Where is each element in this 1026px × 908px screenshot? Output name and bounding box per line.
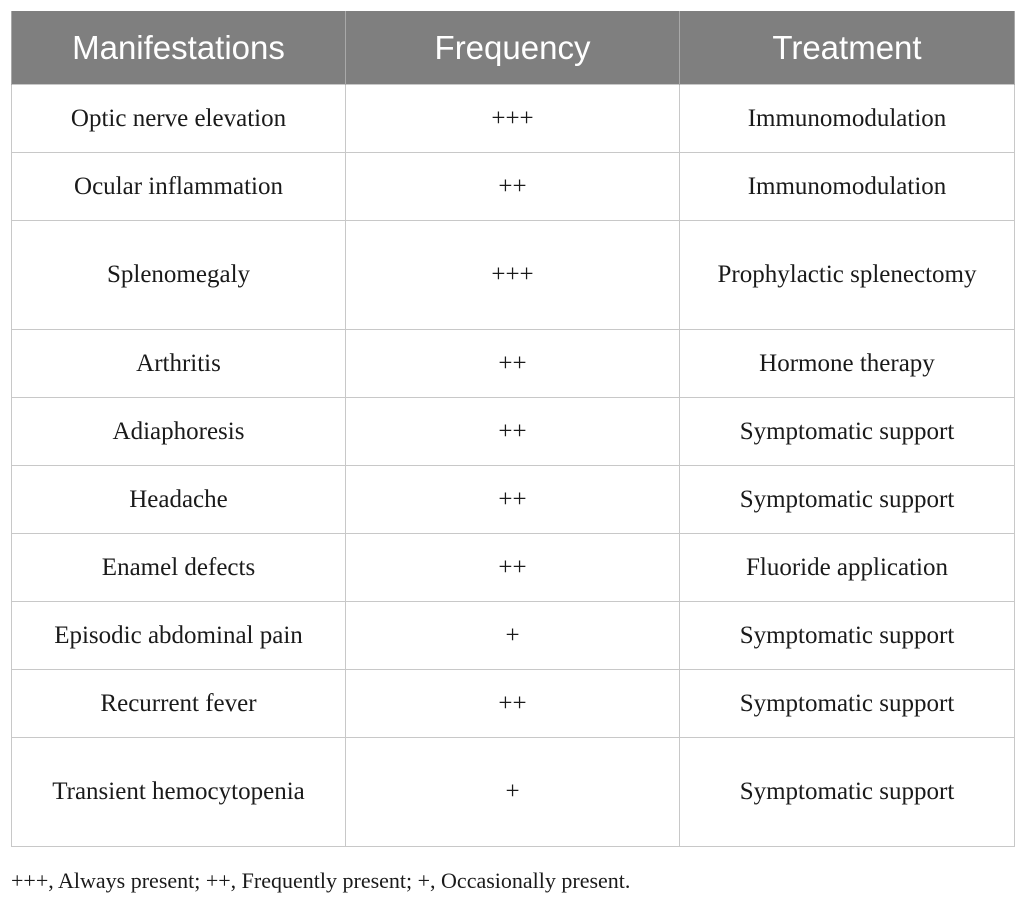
treatment-cell: Symptomatic support xyxy=(679,737,1015,847)
treatment-cell: Symptomatic support xyxy=(679,465,1015,534)
table-row: Optic nerve elevation+++Immunomodulation xyxy=(11,84,1015,153)
table-row: Arthritis++Hormone therapy xyxy=(11,329,1015,398)
table-row: Transient hemocytopenia+Symptomatic supp… xyxy=(11,737,1015,847)
header-row: Manifestations Frequency Treatment xyxy=(11,11,1015,85)
manifestation-cell: Splenomegaly xyxy=(11,220,346,330)
treatment-cell: Symptomatic support xyxy=(679,669,1015,738)
frequency-cell: +++ xyxy=(345,220,680,330)
table-header: Manifestations Frequency Treatment xyxy=(11,11,1015,85)
manifestation-cell: Enamel defects xyxy=(11,533,346,602)
frequency-cell: + xyxy=(345,601,680,670)
manifestation-cell: Headache xyxy=(11,465,346,534)
frequency-cell: +++ xyxy=(345,84,680,153)
header-treatment: Treatment xyxy=(679,11,1015,85)
manifestation-cell: Recurrent fever xyxy=(11,669,346,738)
treatment-cell: Immunomodulation xyxy=(679,152,1015,221)
table-row: Recurrent fever++Symptomatic support xyxy=(11,669,1015,738)
treatment-cell: Hormone therapy xyxy=(679,329,1015,398)
table-row: Episodic abdominal pain+Symptomatic supp… xyxy=(11,601,1015,670)
frequency-cell: ++ xyxy=(345,465,680,534)
frequency-cell: ++ xyxy=(345,533,680,602)
table-row: Enamel defects++Fluoride application xyxy=(11,533,1015,602)
frequency-cell: + xyxy=(345,737,680,847)
header-frequency: Frequency xyxy=(345,11,680,85)
treatment-cell: Symptomatic support xyxy=(679,601,1015,670)
manifestation-cell: Arthritis xyxy=(11,329,346,398)
table-row: Headache++Symptomatic support xyxy=(11,465,1015,534)
manifestation-cell: Transient hemocytopenia xyxy=(11,737,346,847)
manifestation-cell: Episodic abdominal pain xyxy=(11,601,346,670)
manifestations-table-container: Manifestations Frequency Treatment Optic… xyxy=(11,11,1015,847)
frequency-cell: ++ xyxy=(345,329,680,398)
table-row: Adiaphoresis++Symptomatic support xyxy=(11,397,1015,466)
manifestation-cell: Ocular inflammation xyxy=(11,152,346,221)
table-row: Ocular inflammation++Immunomodulation xyxy=(11,152,1015,221)
manifestation-cell: Optic nerve elevation xyxy=(11,84,346,153)
manifestations-table: Manifestations Frequency Treatment Optic… xyxy=(11,11,1015,847)
treatment-cell: Immunomodulation xyxy=(679,84,1015,153)
frequency-cell: ++ xyxy=(345,397,680,466)
manifestation-cell: Adiaphoresis xyxy=(11,397,346,466)
treatment-cell: Prophylactic splenectomy xyxy=(679,220,1015,330)
frequency-cell: ++ xyxy=(345,669,680,738)
header-manifestations: Manifestations xyxy=(11,11,346,85)
table-footnote: +++, Always present; ++, Frequently pres… xyxy=(11,868,631,893)
treatment-cell: Fluoride application xyxy=(679,533,1015,602)
table-row: Splenomegaly+++Prophylactic splenectomy xyxy=(11,220,1015,330)
frequency-cell: ++ xyxy=(345,152,680,221)
treatment-cell: Symptomatic support xyxy=(679,397,1015,466)
table-body: Optic nerve elevation+++Immunomodulation… xyxy=(11,84,1015,847)
